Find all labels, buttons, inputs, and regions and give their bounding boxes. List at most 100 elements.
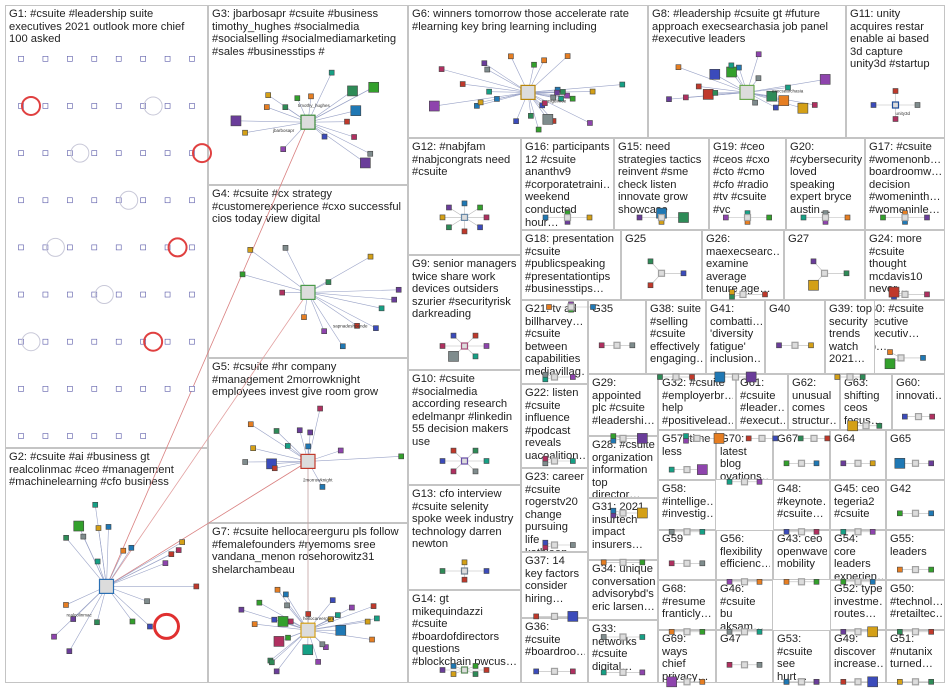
group-label: G32: #csuite #employerbr… help #positive… — [662, 377, 733, 427]
group-label: G58: #intellige… #investig… — [662, 483, 713, 521]
group-label: G9: senior managers twice share work dev… — [412, 258, 517, 321]
group-cell-g34: G34: unique conversation advisorybd's er… — [588, 560, 658, 620]
group-label: G48: #keynote… #csuite… — [777, 483, 827, 521]
group-label: G33: networks #csuite digital… — [592, 623, 637, 673]
group-cell-g18: G18: presentation #csuite #publicspeakin… — [521, 230, 621, 300]
group-label: G15: need strategies tactics reinvent #s… — [618, 141, 702, 216]
group-label: G18: presentation #csuite #publicspeakin… — [525, 233, 614, 296]
group-label: G62: unusual comes structur… — [792, 377, 837, 427]
group-label: G54: core leaders experien… — [834, 533, 883, 580]
group-cell-g48: G48: #keynote… #csuite… — [773, 480, 830, 530]
group-label: G51: #nutanix turned… — [890, 633, 933, 671]
group-label: G59 — [662, 533, 684, 545]
group-label: G24: more #csuite thought mcdavis10 neve… — [869, 233, 923, 296]
group-label: G40 — [769, 303, 791, 315]
group-label: G35 — [592, 303, 614, 315]
group-cell-g56: G56: flexibility efficienc… — [716, 530, 773, 580]
group-cell-g1: G1: #csuite #leadership suite executives… — [5, 5, 208, 448]
group-label: G46: #csuite bu akşam… — [720, 583, 765, 630]
group-cell-g40: G40 — [765, 300, 825, 374]
group-cell-g4: G4: #csuite #cx strategy #customerexperi… — [208, 185, 408, 358]
group-label: G12: #nabjfam #nabjcongrats need #csuite — [412, 141, 511, 179]
group-label: G27 — [788, 233, 810, 245]
group-cell-g64: G64 — [830, 430, 886, 480]
group-cell-g68: G68: #resume franticly… — [658, 580, 716, 630]
group-cell-g51: G51: #nutanix turned… — [886, 630, 945, 683]
group-cell-g9: G9: senior managers twice share work dev… — [408, 255, 521, 370]
group-label: G49: discover increase… — [834, 633, 883, 671]
group-label: G29: appointed plc #csuite #leadershi… — [592, 377, 655, 427]
group-label: G63: shifting ceos focus… — [844, 377, 882, 427]
group-label: G31: 2021 insurtech impact insurers… — [592, 501, 645, 551]
group-label: G6: winners tomorrow those accelerate ra… — [412, 8, 630, 33]
group-cell-g47: G47 — [716, 630, 773, 683]
group-label: G61: #csuite #leader… #execut… — [740, 377, 785, 427]
group-label: G1: #csuite #leadership suite executives… — [9, 8, 185, 46]
group-label: G42 — [890, 483, 912, 495]
group-cell-g20: G20: #cybersecurity loved speaking exper… — [786, 138, 865, 230]
group-cell-g27: G27 — [784, 230, 865, 300]
group-cell-g59: G59 — [658, 530, 716, 580]
group-label: G11: unity acquires restar enable ai bas… — [850, 8, 930, 71]
group-cell-g11: G11: unity acquires restar enable ai bas… — [846, 5, 945, 138]
group-label: G65 — [890, 433, 912, 445]
group-label: G41: combatti… 'diversity fatigue' inclu… — [710, 303, 762, 366]
group-label: G43: ceo openwave mobility — [777, 533, 827, 571]
group-cell-g3: G3: jbarbosapr #csuite #business timothy… — [208, 5, 408, 185]
group-label: G55: leaders — [890, 533, 927, 558]
group-cell-g42: G42 — [886, 480, 945, 530]
group-label: G45: ceo tegeria2 #csuite — [834, 483, 880, 521]
group-label: G64 — [834, 433, 856, 445]
group-cell-g24: G24: more #csuite thought mcdavis10 neve… — [865, 230, 945, 300]
group-label: G2: #csuite #ai #business gt realcolinma… — [9, 451, 174, 489]
group-cell-g32: G32: #csuite #employerbr… help #positive… — [658, 374, 736, 430]
group-cell-g19: G19: #ceo #ceos #cxo #cto #cmo #cfo #rad… — [709, 138, 786, 230]
group-cell-g35: G35 — [588, 300, 646, 374]
group-cell-g46: G46: #csuite bu akşam… — [716, 580, 773, 630]
group-label: G21: tv ad billharvey… #csuite between c… — [525, 303, 585, 378]
group-cell-g17: G17: #csuite #womenonb… boardroomw… deci… — [865, 138, 945, 230]
group-cell-g69: G69: ways chief privacy… — [658, 630, 716, 683]
group-label: G19: #ceo #ceos #cxo #cto #cmo #cfo #rad… — [713, 141, 770, 216]
group-label: G13: cfo interview #csuite selenity spok… — [412, 488, 514, 551]
group-cell-g61: G61: #csuite #leader… #execut… — [736, 374, 788, 430]
group-cell-g5: G5: #csuite #hr company #management 2mor… — [208, 358, 408, 523]
group-cell-g26: G26: maexecsearc… examine average tenure… — [702, 230, 784, 300]
group-label: G68: #resume franticly… — [662, 583, 712, 621]
group-cell-g39: G39: top security trends watch 2021… — [825, 300, 875, 374]
group-label: G4: #csuite #cx strategy #customerexperi… — [212, 188, 402, 226]
group-label: G7: #csuite hellocareerguru pls follow #… — [212, 526, 399, 576]
group-label: G5: #csuite #hr company #management 2mor… — [212, 361, 379, 399]
group-label: G38: suite #selling #csuite effectively … — [650, 303, 703, 366]
group-cell-g55: G55: leaders — [886, 530, 945, 580]
group-cell-g38: G38: suite #selling #csuite effectively … — [646, 300, 706, 374]
group-label: G70: latest blog ovations… — [720, 433, 770, 480]
group-label: G3: jbarbosapr #csuite #business timothy… — [212, 8, 397, 58]
group-label: G14: gt mikequindazzi #csuite #boardofdi… — [412, 593, 518, 668]
group-label: G39: top security trends watch 2021… — [829, 303, 872, 366]
group-cell-g28: G28: #csuite organization information to… — [588, 436, 658, 498]
group-label: G37: 14 key factors consider hiring… — [525, 555, 580, 605]
group-cell-g53: G53: #csuite see hurt… — [773, 630, 830, 683]
group-cell-g41: G41: combatti… 'diversity fatigue' inclu… — [706, 300, 765, 374]
group-cell-g52: G52: type investme… routes… — [830, 580, 886, 630]
group-cell-g57: G57: time less — [658, 430, 716, 480]
group-cell-g43: G43: ceo openwave mobility — [773, 530, 830, 580]
group-cell-g49: G49: discover increase… — [830, 630, 886, 683]
group-label: G34: unique conversation advisorybd's er… — [592, 563, 655, 613]
group-label: G57: time less — [662, 433, 711, 458]
group-label: G20: #cybersecurity loved speaking exper… — [790, 141, 862, 216]
group-label: G25 — [625, 233, 647, 245]
group-cell-g29: G29: appointed plc #csuite #leadershi… — [588, 374, 658, 436]
group-cell-g2: G2: #csuite #ai #business gt realcolinma… — [5, 448, 208, 683]
group-cell-g31: G31: 2021 insurtech impact insurers… — [588, 498, 658, 560]
group-cell-g14: G14: gt mikequindazzi #csuite #boardofdi… — [408, 590, 521, 683]
group-cell-g22: G22: listen #csuite influence #podcast r… — [521, 384, 588, 468]
group-cell-g45: G45: ceo tegeria2 #csuite — [830, 480, 886, 530]
group-cell-g13: G13: cfo interview #csuite selenity spok… — [408, 485, 521, 590]
group-cell-g54: G54: core leaders experien… — [830, 530, 886, 580]
group-cell-g58: G58: #intellige… #investig… — [658, 480, 716, 530]
group-cell-g23: G23: career #csuite rogerstv20 change pu… — [521, 468, 588, 552]
group-cell-g67: G67 — [773, 430, 830, 480]
group-label: G26: maexecsearc… examine average tenure… — [706, 233, 781, 296]
